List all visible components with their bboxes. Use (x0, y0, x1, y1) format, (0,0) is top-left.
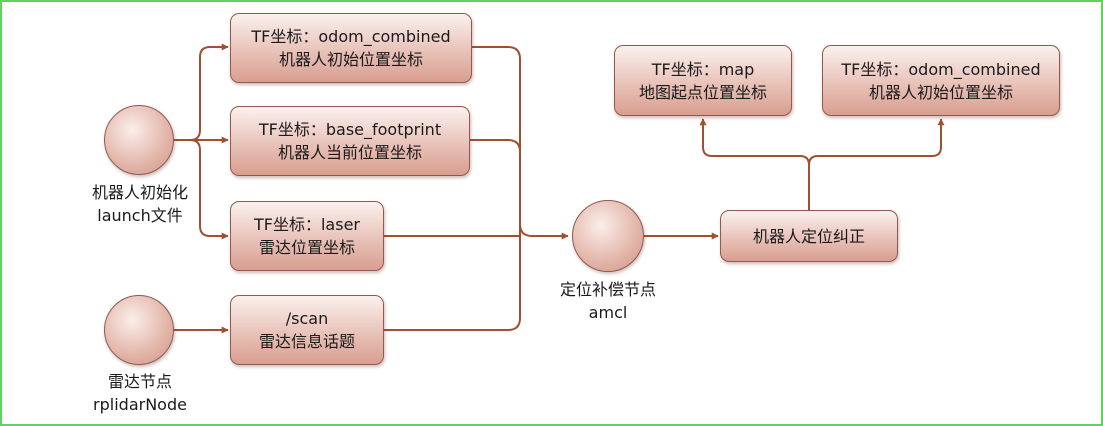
box-odom-combined-right-desc: 机器人初始位置坐标 (868, 82, 1013, 102)
box-odom-combined-left-desc: 机器人初始位置坐标 (278, 50, 423, 69)
box-map-title: TF坐标：map (651, 59, 755, 79)
box-base-footprint-title: TF坐标：base_footprint (258, 120, 442, 139)
launch-node (104, 105, 174, 175)
box-scan: /scan 雷达信息话题 (230, 295, 384, 365)
edge-correction-map (699, 118, 810, 210)
box-map-desc: 地图起点位置坐标 (638, 82, 767, 102)
box-odom-combined-left: TF坐标：odom_combined 机器人初始位置坐标 (230, 13, 472, 83)
edge-correction-odom-right (808, 118, 945, 166)
rplidar-node (104, 295, 174, 365)
amcl-node (572, 200, 644, 272)
box-scan-title: /scan (285, 309, 329, 328)
box-base-footprint-desc: 机器人当前位置坐标 (277, 143, 422, 162)
amcl-node-label-line1: 定位补偿节点 (559, 280, 656, 299)
box-laser-title: TF坐标：laser (254, 215, 360, 234)
box-odom-combined-left-title: TF坐标：odom_combined (251, 27, 451, 46)
rplidar-node-label-line1: 雷达节点 (107, 372, 172, 391)
box-base-footprint: TF坐标：base_footprint 机器人当前位置坐标 (230, 106, 470, 176)
box-localization-correction-title: 机器人定位纠正 (752, 226, 865, 246)
edge-scan-amcl (384, 236, 521, 331)
box-laser: TF坐标：laser 雷达位置坐标 (230, 201, 384, 271)
box-odom-combined-right: TF坐标：odom_combined 机器人初始位置坐标 (822, 45, 1060, 116)
edge-base-footprint-amcl (470, 139, 521, 236)
edge-launch-laser (172, 139, 229, 240)
launch-node-label-line1: 机器人初始化 (91, 183, 188, 202)
launch-node-label-line2: launch文件 (97, 206, 183, 225)
box-laser-desc: 雷达位置坐标 (258, 238, 355, 257)
box-map: TF坐标：map 地图起点位置坐标 (614, 45, 792, 116)
rplidar-node-label-line2: rplidarNode (93, 395, 187, 414)
amcl-node-label-line2: amcl (588, 303, 628, 322)
amcl-node-label: 定位补偿节点 amcl (528, 278, 688, 324)
box-scan-desc: 雷达信息话题 (258, 332, 355, 351)
launch-node-label: 机器人初始化 launch文件 (60, 181, 220, 227)
edge-launch-odom (172, 43, 229, 141)
box-odom-combined-right-title: TF坐标：odom_combined (841, 59, 1041, 79)
box-localization-correction: 机器人定位纠正 (720, 210, 898, 262)
edge-odom-amcl (472, 46, 569, 240)
rplidar-node-label: 雷达节点 rplidarNode (60, 370, 220, 416)
